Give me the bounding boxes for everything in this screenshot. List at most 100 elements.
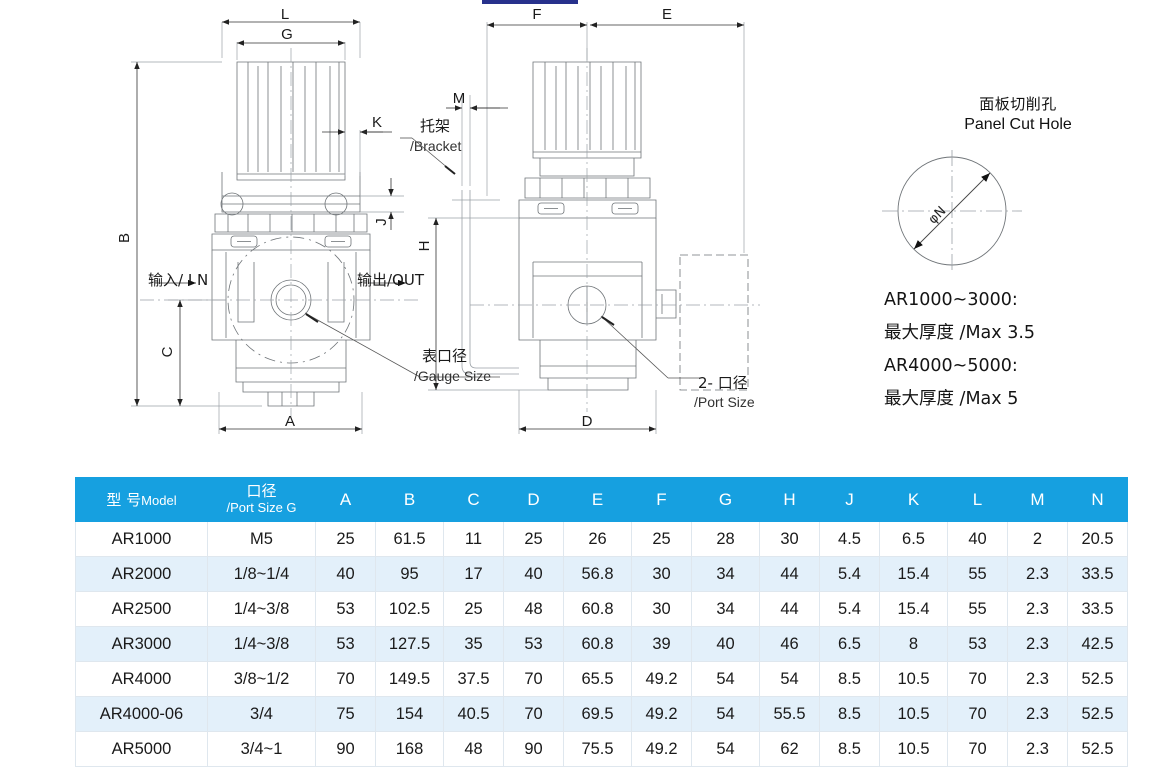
table-cell: 40: [315, 556, 376, 592]
table-cell: 40: [691, 626, 760, 662]
diameter-label: φN: [926, 204, 950, 228]
column-header-N: N: [1067, 477, 1128, 522]
table-cell: 65.5: [563, 661, 632, 697]
table-cell: 5.4: [819, 556, 880, 592]
table-cell: 2: [1007, 521, 1068, 557]
table-cell: 53: [315, 626, 376, 662]
table-cell: 35: [443, 626, 504, 662]
column-header-G: G: [691, 477, 760, 522]
table-cell: 25: [503, 521, 564, 557]
table-cell: 127.5: [375, 626, 444, 662]
dimension-label-M: M: [453, 90, 466, 107]
dimension-label-K: K: [372, 114, 382, 131]
technical-drawing: L G K B C A F E M J H D 输入/ I N 输出/OUT 托…: [116, 6, 760, 434]
table-header-row: 型 号Model 口径 /Port Size G A B C D E F G H…: [75, 477, 1128, 522]
table-cell: 33.5: [1067, 591, 1128, 627]
column-header-E: E: [563, 477, 632, 522]
table-cell: 40.5: [443, 696, 504, 732]
table-cell: 61.5: [375, 521, 444, 557]
table-cell: 102.5: [375, 591, 444, 627]
note-line-4: 最大厚度 /Max 5: [884, 389, 1019, 409]
table-cell: 75: [315, 696, 376, 732]
table-cell: 3/4: [207, 696, 316, 732]
table-cell: 2.3: [1007, 626, 1068, 662]
table-cell: 33.5: [1067, 556, 1128, 592]
dimensions-spec-table: 型 号Model 口径 /Port Size G A B C D E F G H…: [75, 477, 1128, 767]
table-cell: 54: [691, 696, 760, 732]
table-cell: 52.5: [1067, 661, 1128, 697]
port-size-label-cjk: 2- 口径: [698, 374, 748, 392]
table-cell: 10.5: [879, 661, 948, 697]
column-header-C: C: [443, 477, 504, 522]
table-cell: 154: [375, 696, 444, 732]
dimension-label-G: G: [281, 26, 293, 43]
table-cell: 25: [315, 521, 376, 557]
table-cell: 25: [631, 521, 692, 557]
table-cell: 8.5: [819, 696, 880, 732]
table-cell: 44: [759, 556, 820, 592]
inlet-label: 输入/ I N: [148, 271, 208, 289]
table-cell: 15.4: [879, 556, 948, 592]
dimension-label-A: A: [285, 413, 295, 430]
dimension-label-H: H: [416, 241, 433, 252]
table-cell: 70: [947, 661, 1008, 697]
table-cell: 55.5: [759, 696, 820, 732]
table-cell: 55: [947, 556, 1008, 592]
dimension-label-J: J: [373, 218, 390, 226]
table-cell: 70: [503, 661, 564, 697]
table-cell: 46: [759, 626, 820, 662]
panel-cut-hole-title-cjk: 面板切削孔: [979, 95, 1057, 113]
column-header-port-size-cjk: 口径: [246, 482, 277, 501]
table-cell: 30: [631, 556, 692, 592]
table-cell: 70: [315, 661, 376, 697]
cell-model: AR1000: [75, 521, 208, 557]
spec-table-container: 型 号Model 口径 /Port Size G A B C D E F G H…: [75, 477, 1128, 767]
gauge-size-label-cjk: 表口径: [422, 347, 467, 365]
bracket-label-cjk: 托架: [420, 117, 450, 135]
table-cell: 42.5: [1067, 626, 1128, 662]
table-cell: 40: [947, 521, 1008, 557]
port-size-label-en: /Port Size: [694, 394, 755, 410]
table-cell: 70: [947, 696, 1008, 732]
table-cell: 69.5: [563, 696, 632, 732]
column-header-port-size: 口径 /Port Size G: [207, 477, 316, 522]
gauge-size-label-en: /Gauge Size: [414, 368, 491, 384]
table-cell: 8.5: [819, 661, 880, 697]
table-cell: 52.5: [1067, 696, 1128, 732]
top-accent-bar: [482, 0, 578, 4]
table-cell: 6.5: [819, 626, 880, 662]
table-cell: 1/4~3/8: [207, 626, 316, 662]
table-cell: 1/4~3/8: [207, 591, 316, 627]
table-cell: 149.5: [375, 661, 444, 697]
table-cell: 54: [759, 661, 820, 697]
bracket-label-en: /Bracket: [410, 138, 461, 154]
dimension-label-L: L: [281, 6, 289, 23]
panel-cut-hole-block: 面板切削孔 Panel Cut Hole: [868, 94, 1168, 136]
table-cell: 2.3: [1007, 591, 1068, 627]
table-cell: 54: [691, 661, 760, 697]
column-header-A: A: [315, 477, 376, 522]
diameter-dimension-line: [913, 172, 991, 250]
table-cell: 2.3: [1007, 696, 1068, 732]
table-cell: 10.5: [879, 696, 948, 732]
dimension-label-B: B: [116, 233, 133, 243]
note-line-1: AR1000~3000:: [884, 290, 1018, 310]
table-cell: 6.5: [879, 521, 948, 557]
table-cell: 26: [563, 521, 632, 557]
table-cell: 48: [503, 591, 564, 627]
table-cell: 39: [631, 626, 692, 662]
column-header-B: B: [375, 477, 444, 522]
column-header-M: M: [1007, 477, 1068, 522]
table-cell: 25: [443, 591, 504, 627]
column-header-model-text: 型 号: [106, 491, 142, 509]
table-cell: 30: [759, 521, 820, 557]
table-cell: 55: [947, 591, 1008, 627]
table-cell: 11: [443, 521, 504, 557]
column-header-J: J: [819, 477, 880, 522]
column-header-model-en: Model: [141, 493, 177, 508]
table-cell: 2.3: [1007, 661, 1068, 697]
